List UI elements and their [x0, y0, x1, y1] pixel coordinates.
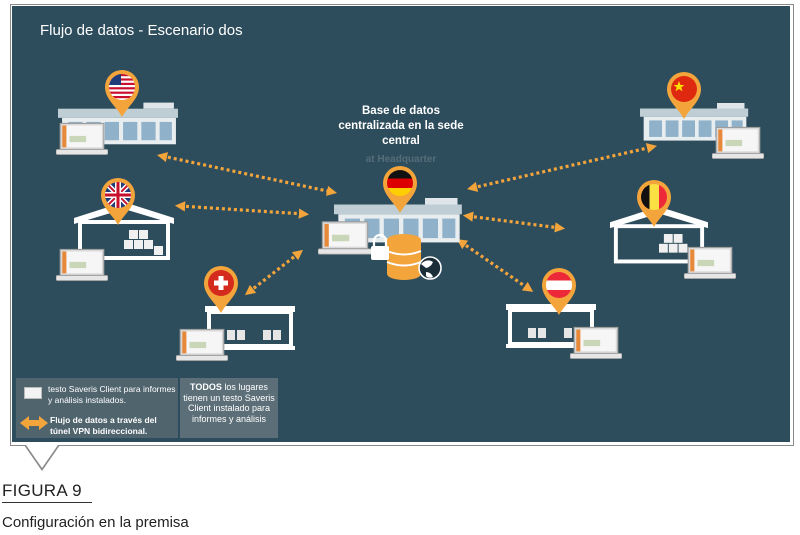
- legend-flow-text: Flujo de datos a través del túnel VPN bi…: [50, 415, 157, 436]
- site-uk: [56, 177, 174, 282]
- site-usa: [56, 69, 178, 156]
- flow-arrows: [156, 143, 657, 296]
- site-austria: [506, 267, 622, 360]
- belgium-flag-icon: [641, 184, 667, 210]
- usa-flag-icon: [109, 74, 135, 100]
- figure-caption: Configuración en la premisa: [2, 514, 189, 531]
- central-database-sublabel: at Headquarter: [365, 154, 437, 165]
- diagram-canvas: [56, 69, 764, 362]
- lock-icon: [371, 233, 389, 260]
- china-flag-icon: [671, 76, 697, 102]
- arrow-uk-hq: [174, 201, 310, 219]
- double-arrow-icon: [20, 416, 48, 430]
- legend-note-text: los lugares tienen un testo Saveris Clie…: [183, 382, 275, 424]
- site-china: [640, 71, 764, 160]
- diagram-panel: Flujo de datos - Escenario dos: [12, 6, 790, 442]
- globe-icon: [418, 256, 442, 280]
- figure-label: FIGURA 9: [2, 481, 82, 500]
- austria-flag-icon: [546, 272, 572, 298]
- database-icon: [386, 234, 422, 280]
- site-switzerland: [176, 265, 295, 362]
- arrow-ch-hq: [244, 249, 304, 296]
- germany-flag-icon: [387, 170, 413, 196]
- swiss-flag-icon: [208, 270, 234, 296]
- legend-client-text: testo Saveris Client para informes y aná…: [48, 384, 176, 405]
- site-headquarters: [318, 165, 462, 280]
- laptop-icon: [24, 387, 42, 399]
- legend-box: testo Saveris Client para informes y aná…: [16, 378, 178, 438]
- arrow-at-hq: [456, 239, 534, 292]
- figure-rule: [2, 502, 92, 503]
- central-database-label: Base de datos centralizada en la sede ce…: [338, 105, 464, 147]
- arrow-cn-hq: [467, 143, 657, 192]
- callout-pointer-inner: [26, 445, 58, 468]
- legend-note: TODOS los lugares tienen un testo Saveri…: [180, 378, 278, 438]
- arrow-be-hq: [462, 211, 566, 233]
- arrow-usa-hq: [156, 152, 338, 196]
- diagram-title: Flujo de datos - Escenario dos: [40, 22, 243, 39]
- legend-note-bold: TODOS: [190, 382, 222, 392]
- site-belgium: [610, 179, 736, 280]
